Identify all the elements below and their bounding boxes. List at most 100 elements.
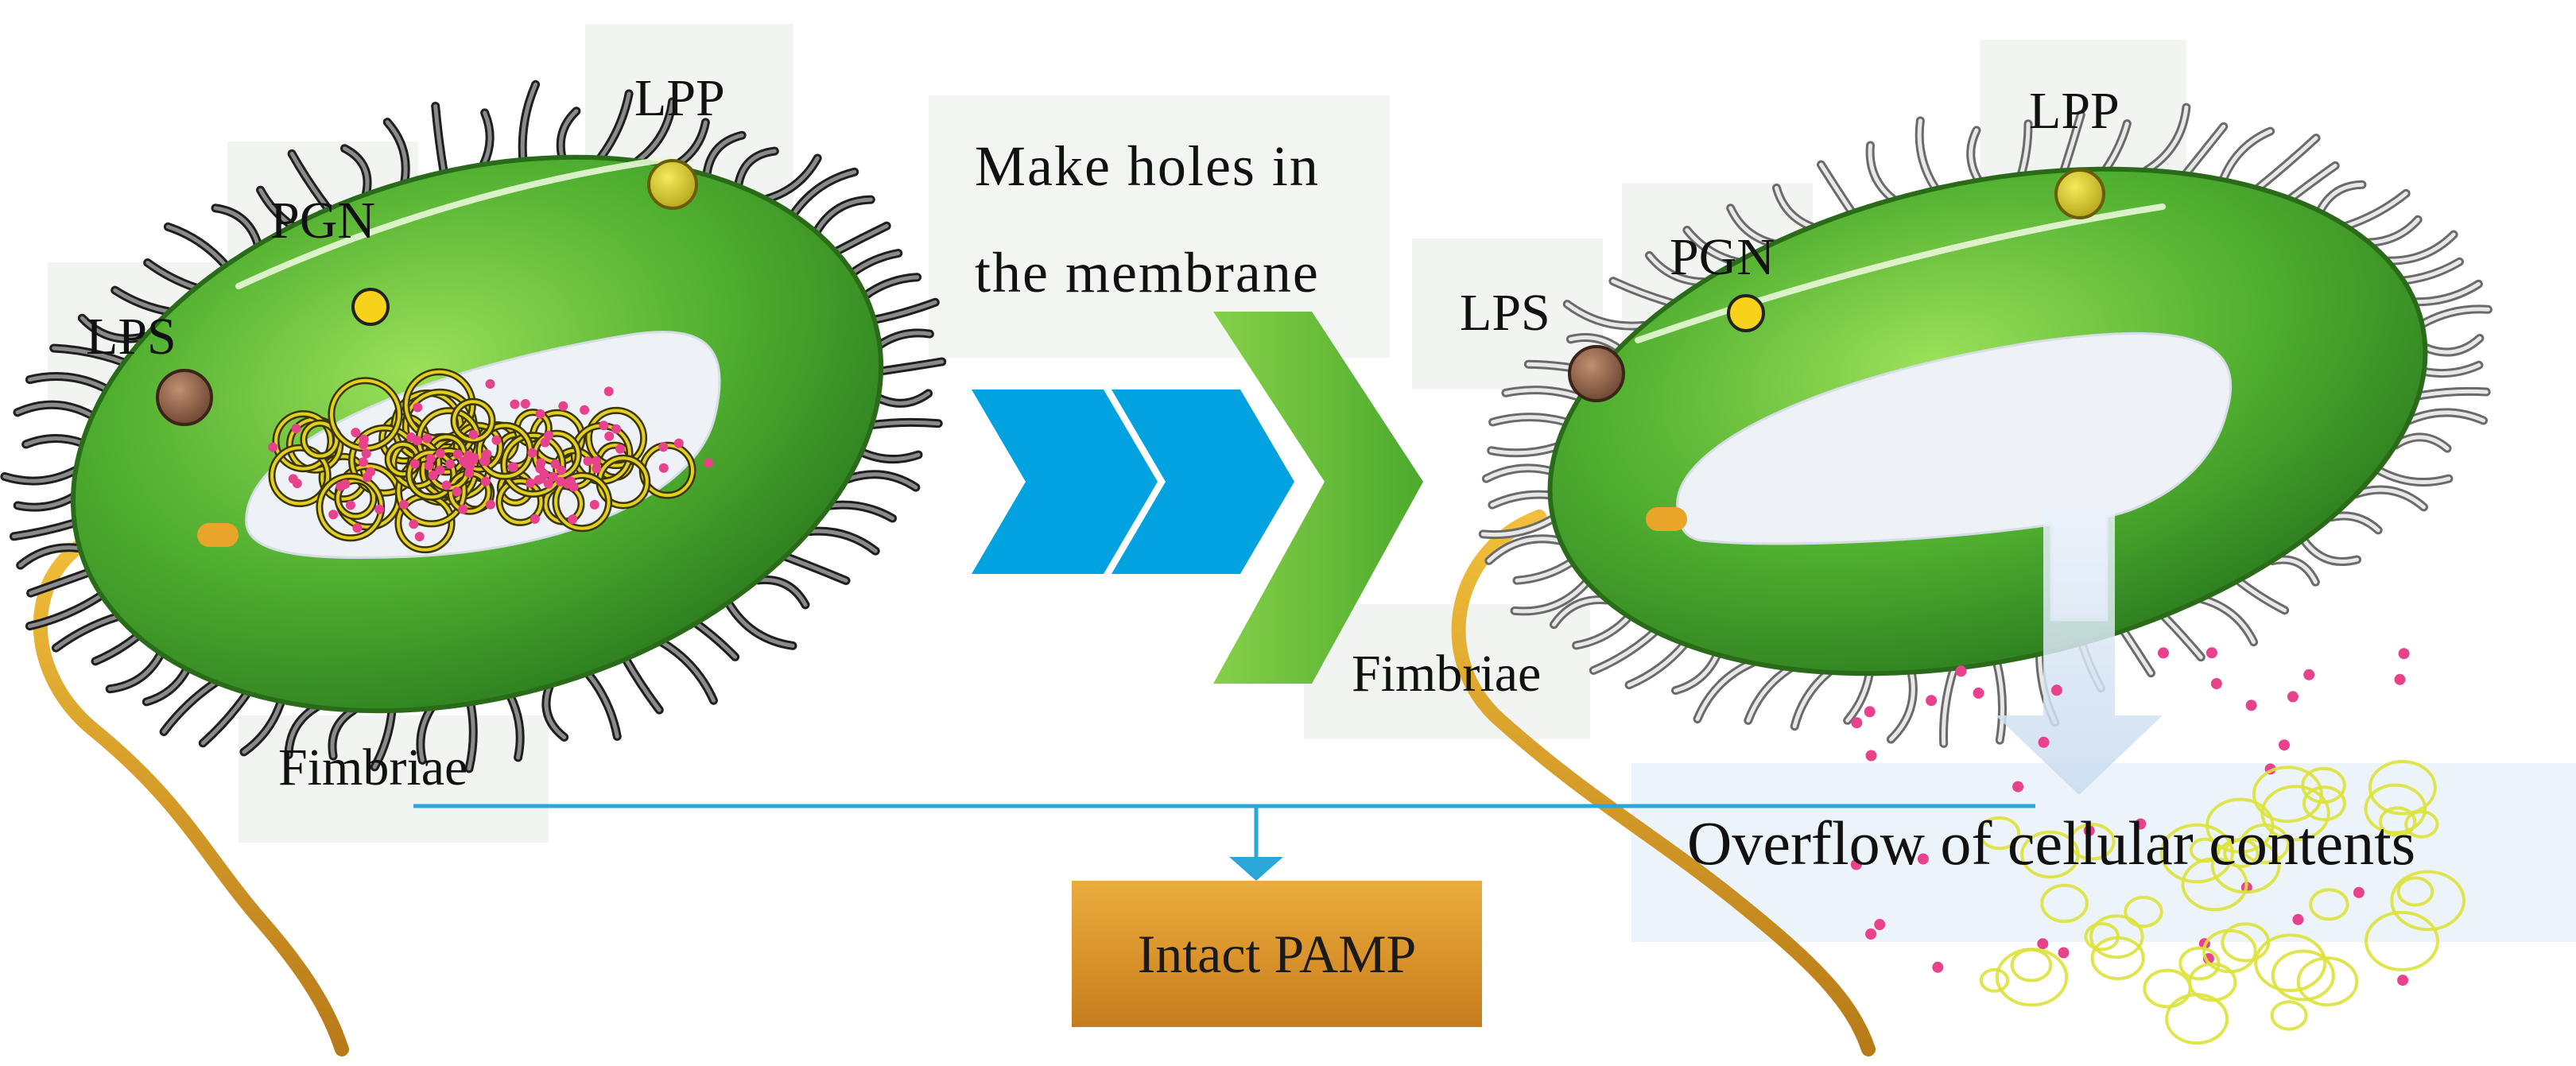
- fimbria-highlight: [1568, 335, 1621, 351]
- fimbria-highlight: [859, 450, 921, 462]
- dna-loop-highlight: [554, 474, 611, 530]
- label-lps-left: LPS: [86, 308, 177, 366]
- fimbriae-label-bg-right: [1304, 604, 1590, 739]
- ribosome: [363, 472, 372, 483]
- fimbria-highlight: [791, 169, 857, 217]
- ribosome: [520, 399, 530, 409]
- fimbria-highlight: [2200, 597, 2256, 645]
- escaped-dna-loop: [2301, 766, 2346, 804]
- fimbria-highlight: [2161, 614, 2203, 660]
- escaped-ribosome: [2279, 739, 2290, 751]
- ribosome: [658, 442, 669, 452]
- ribosome: [592, 456, 602, 466]
- fimbria-highlight: [2401, 259, 2462, 283]
- flagellar-hook: [1646, 507, 1687, 531]
- ribosome: [453, 449, 463, 459]
- ribosome: [604, 431, 615, 441]
- fimbria-highlight: [80, 316, 147, 341]
- fimbria-highlight: [704, 133, 744, 177]
- ribosome: [535, 463, 545, 474]
- ribosome: [527, 448, 537, 458]
- fimbria-highlight: [145, 261, 198, 290]
- fimbria-highlight: [694, 621, 738, 659]
- chevron-arrow-3: [1213, 312, 1423, 684]
- dna-loop-highlight: [498, 479, 543, 525]
- ribosome: [288, 474, 298, 484]
- outflow-arrow: [1996, 509, 2163, 795]
- ribosome: [435, 448, 445, 459]
- escaped-ribosome: [1874, 919, 1886, 930]
- fimbria-highlight: [863, 275, 920, 298]
- fimbria-highlight: [870, 420, 941, 428]
- escaped-ribosome: [1864, 706, 1876, 718]
- membrane-highlight: [1635, 204, 2166, 343]
- fimbria-highlight: [52, 346, 126, 365]
- lps-marker: [1568, 345, 1625, 402]
- fimbria-highlight: [2, 468, 78, 483]
- label-pgn-right: PGN: [1670, 228, 1775, 286]
- escaped-dna-loop: [2390, 870, 2466, 932]
- fimbria-highlight: [1845, 671, 1872, 723]
- fimbria-highlight: [286, 705, 319, 757]
- pgn-marker: [1727, 294, 1765, 332]
- fimbria-highlight: [330, 707, 356, 758]
- fimbria-highlight: [1515, 560, 1574, 583]
- label-lps-right: LPS: [1460, 284, 1550, 342]
- fimbria-highlight: [598, 91, 631, 161]
- ribosome: [361, 448, 371, 459]
- ribosome: [583, 456, 593, 466]
- fimbria-highlight: [1775, 185, 1814, 229]
- escaped-ribosome: [1973, 687, 1984, 699]
- ribosome: [592, 463, 602, 474]
- escaped-dna-loop: [2364, 783, 2427, 835]
- dna-loop-highlight: [274, 412, 332, 471]
- fimbria-highlight: [15, 494, 76, 510]
- connector-line: [413, 804, 2035, 881]
- ribosome: [345, 500, 355, 510]
- fimbria: [860, 273, 922, 300]
- ribosome: [406, 432, 417, 442]
- ribosome: [428, 470, 438, 480]
- fimbria-highlight: [113, 288, 171, 314]
- escaped-ribosome: [2012, 781, 2024, 793]
- fimbria-highlight: [807, 529, 878, 553]
- fimbria-highlight: [200, 691, 250, 746]
- fimbria-highlight: [1728, 206, 1775, 246]
- escaped-dna-loop: [2159, 823, 2234, 884]
- fimbria-highlight: [2236, 579, 2287, 613]
- escaped-dna-loop: [2240, 823, 2291, 864]
- escaped-ribosome: [2394, 673, 2406, 685]
- ribosome: [328, 510, 339, 520]
- fimbria: [1744, 664, 1794, 725]
- fimbria-highlight: [161, 680, 218, 734]
- escaped-ribosome: [1955, 665, 1967, 677]
- fimbria-highlight: [726, 600, 795, 648]
- ribosome: [435, 465, 445, 475]
- escaped-ribosome: [1932, 961, 1944, 973]
- ribosome: [491, 435, 502, 445]
- fimbria-highlight: [2420, 307, 2490, 327]
- fimbria-highlight: [828, 502, 894, 521]
- fimbria-highlight: [1491, 415, 1569, 424]
- ribosome: [336, 481, 346, 491]
- ribosome: [452, 486, 462, 497]
- fimbria-highlight: [1674, 652, 1720, 693]
- ribosome: [425, 453, 436, 463]
- fimbria-highlight: [2367, 217, 2420, 245]
- fimbria-highlight: [586, 672, 619, 738]
- escaped-ribosome: [2398, 648, 2410, 660]
- fimbria-highlight: [2407, 410, 2486, 423]
- escaped-ribosome: [2206, 647, 2217, 659]
- fimbria-highlight: [2104, 122, 2129, 172]
- fimbria-highlight: [872, 300, 937, 322]
- escaped-ribosome: [1865, 750, 1877, 762]
- fimbria: [1790, 668, 1833, 731]
- escaped-ribosome: [2303, 669, 2315, 680]
- escaped-dna-loop: [2296, 956, 2359, 1007]
- fimbria: [1671, 649, 1722, 696]
- escaped-dna-loop: [1995, 948, 2069, 1007]
- ribosome: [359, 434, 369, 444]
- label-fimbriae-left: Fimbriae: [278, 738, 468, 797]
- fimbria-highlight: [850, 251, 901, 275]
- escaped-dna-loop: [2365, 910, 2439, 971]
